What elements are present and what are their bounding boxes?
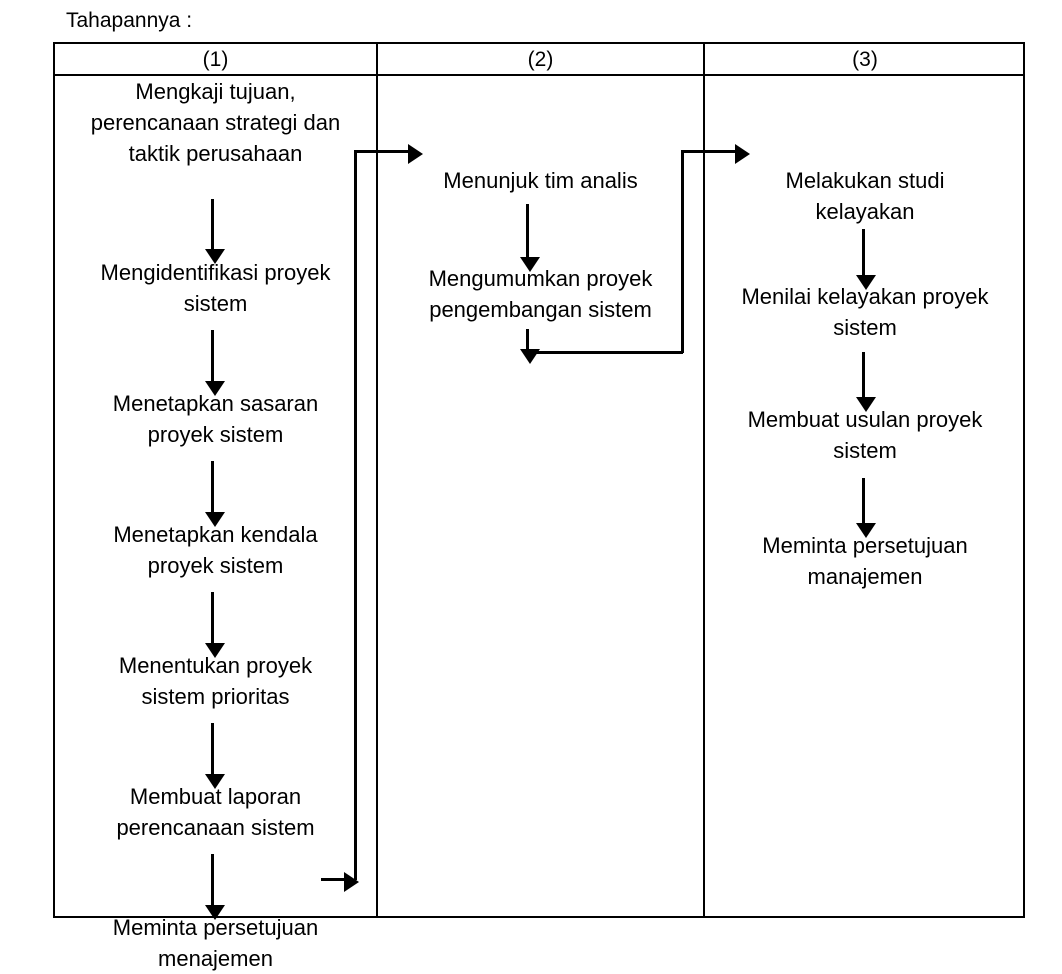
header-divider-line (55, 74, 1023, 76)
arrow-down-1-6 (205, 854, 225, 920)
arrow-down-1-3 (205, 461, 225, 527)
page-caption: Tahapannya : (66, 9, 193, 32)
arrow-down-1-1 (205, 199, 225, 264)
step-node-1-6: Membuat laporan perencanaan sistem (116, 784, 315, 840)
step-node-1-7: Meminta persetujuan menajemen (112, 915, 319, 971)
step-node-3-4: Meminta persetujuan manajemen (762, 533, 968, 589)
step-node-3-2: Menilai kelayakan proyek sistem (741, 284, 989, 340)
column-body-2: Menunjuk tim analis Mengumumkan proyek p… (378, 74, 703, 916)
column-header-2: (2) (527, 48, 554, 71)
column-header-3: (3) (852, 48, 878, 71)
arrow-down-3-3 (856, 478, 876, 538)
connector-2-to-3-arrow-out (681, 144, 750, 164)
step-node-1-2: Mengidentifikasi proyek sistem (100, 260, 331, 316)
arrow-down-1-4 (205, 592, 225, 658)
step-node-1-4: Menetapkan kendala proyek sistem (113, 522, 318, 578)
column-header-1: (1) (202, 48, 229, 71)
step-node-3-1: Melakukan studi kelayakan (785, 168, 945, 224)
flowchart-table: (1) (2) (3) Mengkaji tujuan, perencanaan… (53, 42, 1025, 971)
connector-1-to-2-arrow-out (354, 144, 423, 164)
connector-2-to-3-riser (681, 150, 684, 353)
arrow-down-3-1 (856, 229, 876, 290)
connector-2-to-3-base (526, 351, 683, 354)
arrow-down-1-5 (205, 723, 225, 789)
step-node-1-5: Menentukan proyek sistem prioritas (118, 653, 313, 709)
step-node-2-1: Menunjuk tim analis (443, 168, 638, 193)
column-body-3: Melakukan studi kelayakan Menilai kelaya… (705, 74, 1025, 916)
arrow-down-2-2 (520, 329, 540, 364)
step-node-2-2: Mengumumkan proyek pengembangan sistem (428, 266, 653, 322)
column-divider-2 (703, 44, 705, 916)
arrow-down-1-2 (205, 330, 225, 396)
arrow-down-3-2 (856, 352, 876, 412)
column-body-1: Mengkaji tujuan, perencanaan strategi da… (55, 74, 376, 971)
column-divider-1 (376, 44, 378, 916)
step-node-3-3: Membuat usulan proyek sistem (747, 407, 983, 463)
connector-1-to-2-arrow-in (321, 872, 359, 892)
connector-1-to-2-riser (354, 150, 357, 880)
step-node-1-3: Menetapkan sasaran proyek sistem (112, 391, 319, 447)
step-node-1-1: Mengkaji tujuan, perencanaan strategi da… (90, 79, 341, 166)
arrow-down-2-1 (520, 204, 540, 272)
